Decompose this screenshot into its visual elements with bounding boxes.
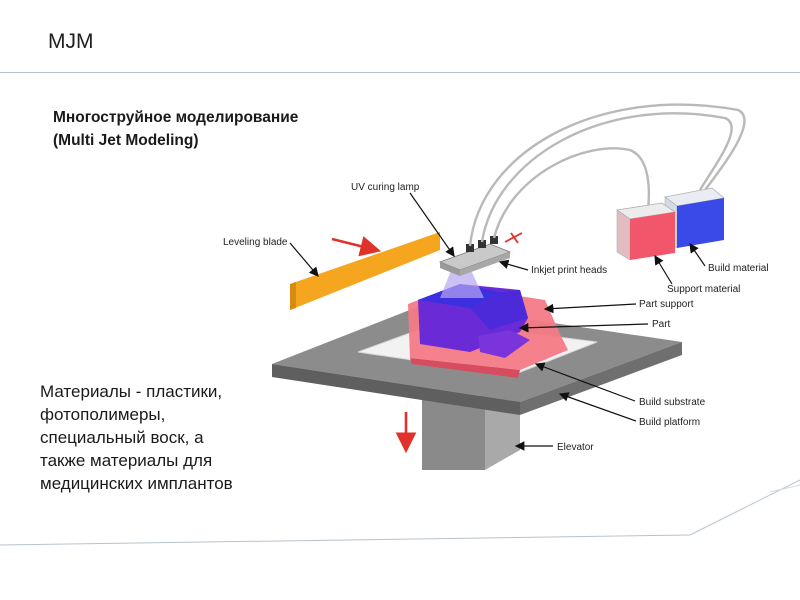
label-support-material: Support material [667,284,740,295]
feed-tubes [468,103,746,247]
materials-line: медицинских имплантов [40,474,233,493]
label-elevator: Elevator [557,442,594,453]
materials-line: специальный воск, а [40,428,204,447]
label-build-material: Build material [708,263,769,274]
label-build-substrate: Build substrate [639,397,706,408]
head-xy-arrows [504,232,523,244]
leader-lines [289,192,706,451]
label-uv-curing-lamp: UV curing lamp [351,182,420,193]
materials-line: фотополимеры, [40,405,166,424]
materials-line: также материалы для [40,451,213,470]
part [418,284,530,358]
slide-heading: Многоструйное моделирование (Multi Jet M… [53,106,298,152]
decorative-bottom-lines [0,479,800,546]
leveling-blade [290,232,440,310]
heading-line-2: (Multi Jet Modeling) [53,132,199,149]
label-inkjet-print-heads: Inkjet print heads [531,265,607,276]
label-part: Part [652,319,671,330]
materials-text: Материалы - пластики, фотополимеры, спец… [40,380,300,495]
label-part-support: Part support [639,299,694,310]
label-leveling-blade: Leveling blade [223,237,288,248]
slide-title: MJM [48,30,94,53]
motion-arrows [331,232,523,454]
materials-line: Материалы - пластики, [40,382,223,401]
print-head-carriage [438,236,512,276]
label-build-platform: Build platform [639,417,700,428]
blade-direction-arrow [331,236,382,257]
title-divider [0,72,800,73]
heading-line-1: Многоструйное моделирование [53,109,299,126]
uv-light-glow [440,268,484,298]
support-material-tank [615,202,677,261]
